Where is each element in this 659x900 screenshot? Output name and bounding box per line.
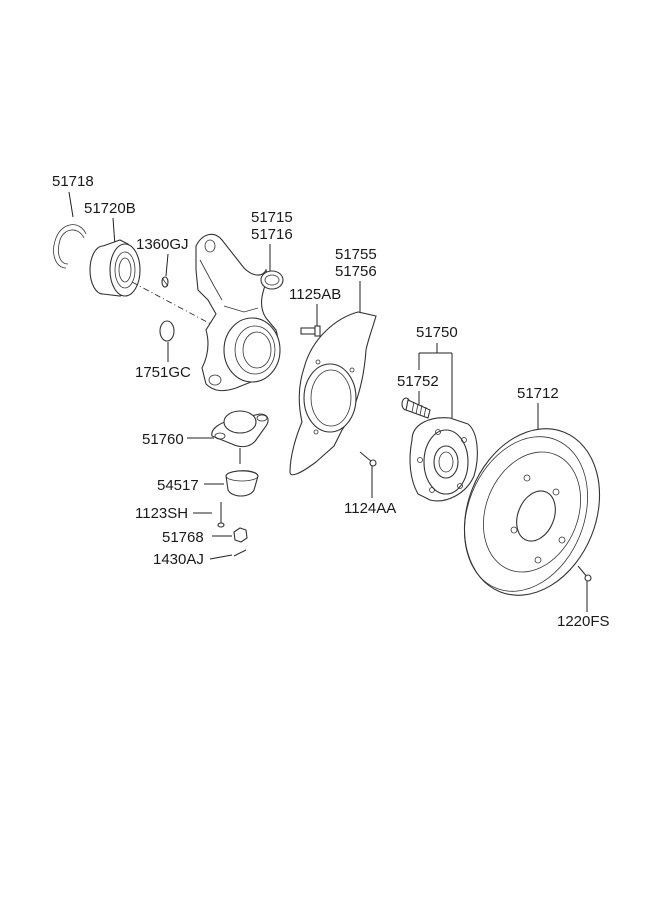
- brake-disc-part: [463, 428, 601, 596]
- assembly-axis-1: [131, 281, 223, 331]
- wheel-bearing-part: [89, 239, 141, 297]
- label-51768[interactable]: 51768: [162, 529, 204, 546]
- label-1123SH[interactable]: 1123SH: [135, 505, 188, 522]
- part-labels: 51718 51720B 1360GJ 51715 51716 51755 51…: [52, 173, 610, 630]
- label-1220FS[interactable]: 1220FS: [557, 613, 610, 630]
- wheel-stud-part: [401, 397, 431, 419]
- label-51760[interactable]: 51760: [142, 431, 184, 448]
- ball-joint-part: [211, 410, 269, 464]
- label-1360GJ[interactable]: 1360GJ: [136, 236, 189, 253]
- label-51756[interactable]: 51756: [335, 263, 377, 280]
- cotter-pin-part: [233, 549, 247, 557]
- label-51712[interactable]: 51712: [517, 385, 559, 402]
- snap-ring-part: [53, 224, 87, 269]
- label-1430AJ[interactable]: 1430AJ: [153, 551, 204, 568]
- label-51720B[interactable]: 51720B: [84, 200, 136, 217]
- dust-cover-part: [289, 311, 377, 476]
- label-51715[interactable]: 51715: [251, 209, 293, 226]
- label-1751GC[interactable]: 1751GC: [135, 364, 191, 381]
- label-1124AA[interactable]: 1124AA: [344, 500, 396, 517]
- bolt-1123sh-part: [217, 502, 225, 528]
- label-51755[interactable]: 51755: [335, 246, 377, 263]
- dust-boot-part: [225, 470, 259, 497]
- nut-51768-part: [233, 527, 248, 543]
- pin-1360gj-part: [161, 276, 169, 288]
- label-51718[interactable]: 51718: [52, 173, 94, 190]
- label-51750[interactable]: 51750: [416, 324, 458, 341]
- screw-1220fs-part: [577, 565, 592, 582]
- label-54517[interactable]: 54517: [157, 477, 199, 494]
- steering-knuckle-part: [195, 233, 284, 392]
- label-51752[interactable]: 51752: [397, 373, 439, 390]
- screw-1124aa-part: [359, 451, 377, 467]
- o-ring-part: [159, 320, 175, 342]
- label-1125AB[interactable]: 1125AB: [289, 286, 341, 303]
- wheel-hub-part: [409, 417, 478, 502]
- label-51716[interactable]: 51716: [251, 226, 293, 243]
- bolt-1125ab-part: [300, 325, 321, 337]
